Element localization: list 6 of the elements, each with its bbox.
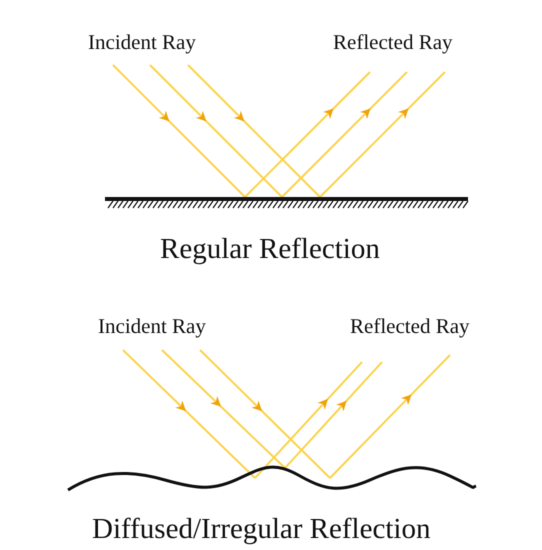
ray-label: Reflected Ray [333, 32, 453, 53]
ray-label: Incident Ray [98, 316, 206, 337]
caption: Diffused/Irregular Reflection [92, 515, 430, 544]
ray-label: Incident Ray [88, 32, 196, 53]
caption: Regular Reflection [160, 235, 380, 264]
ray-label: Reflected Ray [350, 316, 470, 337]
